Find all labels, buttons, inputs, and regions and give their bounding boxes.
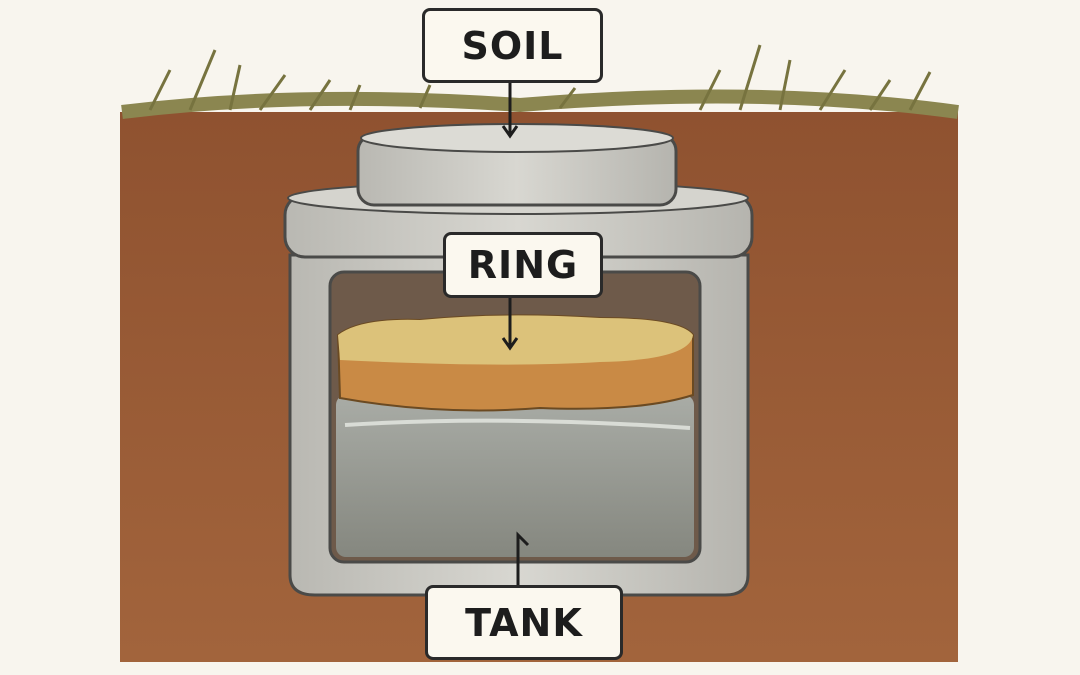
arrows: [501, 83, 530, 585]
tank-body: [288, 253, 750, 597]
tank-label: TANK: [425, 585, 623, 660]
ring-label: RING: [443, 232, 603, 298]
soil-label: SOIL: [422, 8, 603, 83]
water-layer: [336, 395, 694, 557]
grass: [121, 44, 959, 119]
lid: [356, 123, 678, 207]
